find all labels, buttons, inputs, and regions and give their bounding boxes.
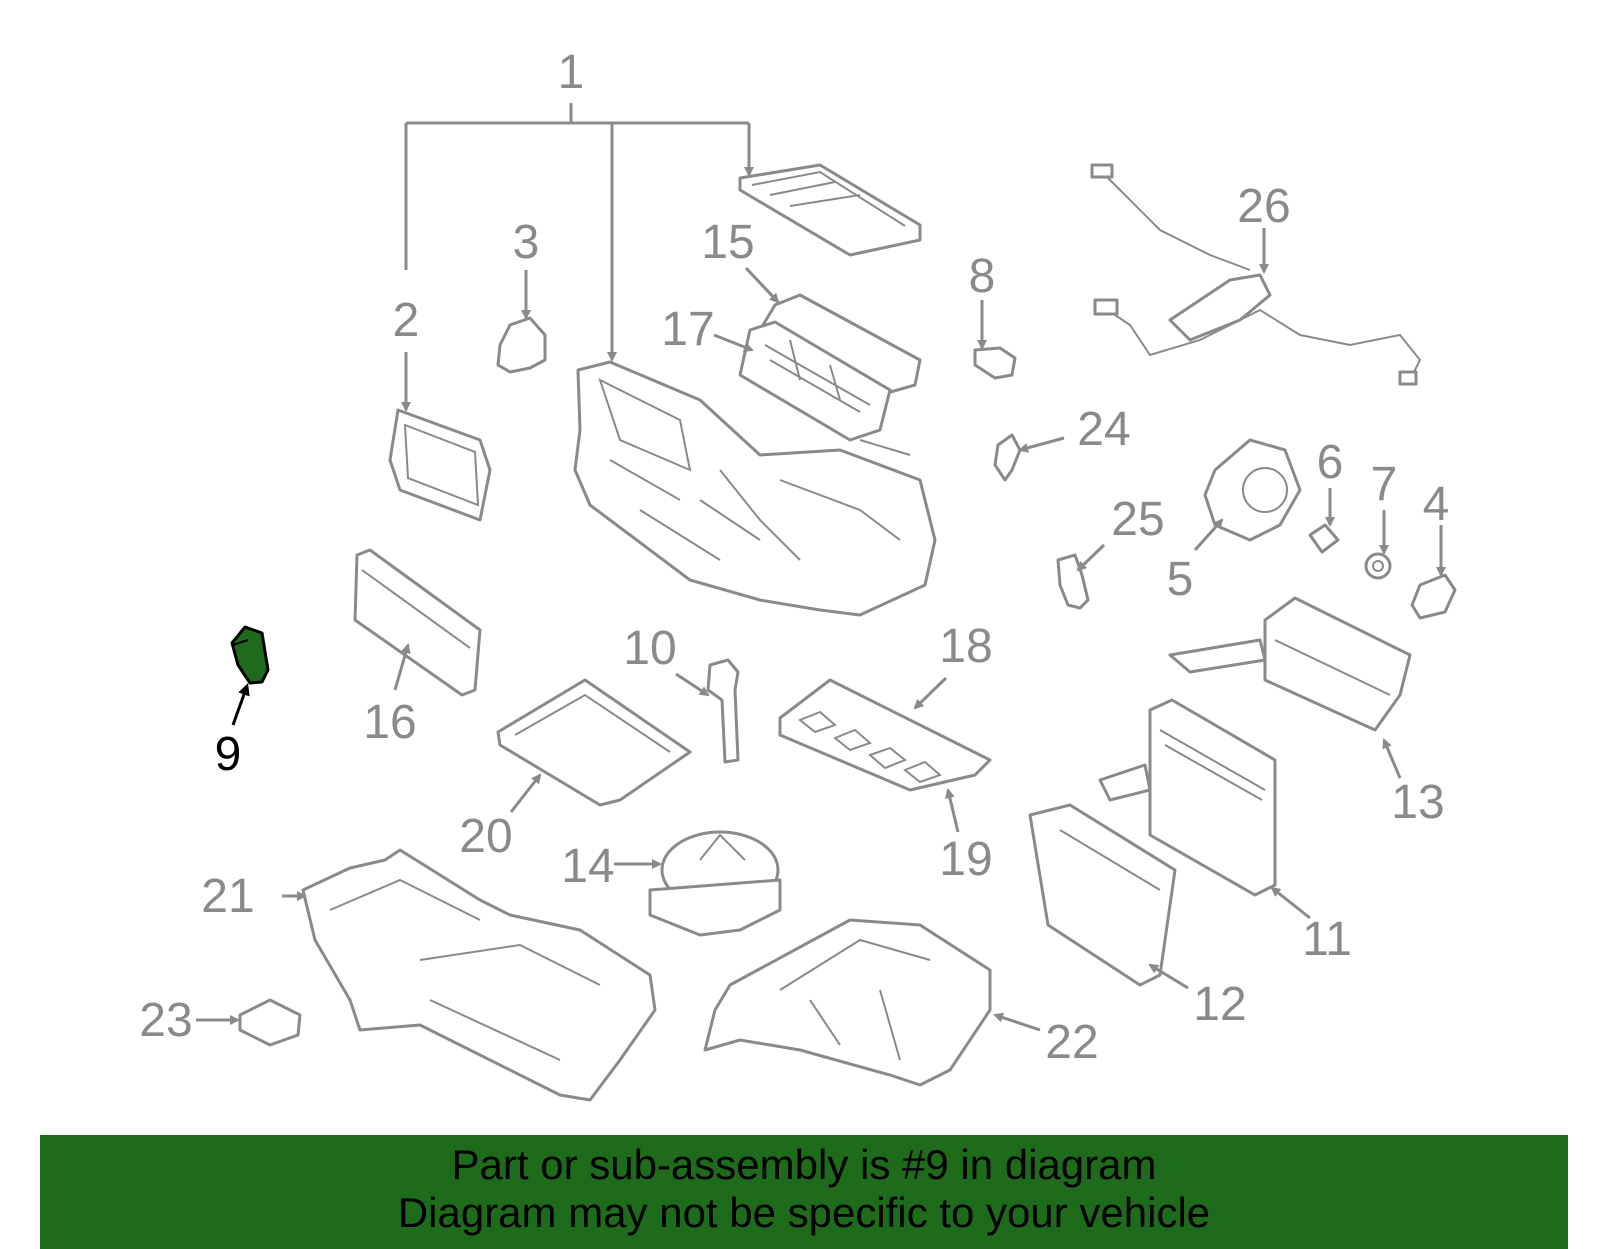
part-2-filter-frame <box>388 408 492 522</box>
part-3-bracket <box>496 316 547 374</box>
callout-17: 17 <box>661 303 714 356</box>
part-21-lower-case <box>301 848 657 1102</box>
callout-4: 4 <box>1423 478 1450 531</box>
callout-13: 13 <box>1391 776 1444 829</box>
callout-11: 11 <box>1302 913 1352 966</box>
callout-23: 23 <box>139 994 192 1047</box>
banner-line-2: Diagram may not be specific to your vehi… <box>397 1189 1211 1236</box>
callout-2: 2 <box>393 294 420 347</box>
part-6-pad <box>1308 523 1340 554</box>
callout-14: 14 <box>561 840 614 893</box>
callout-24: 24 <box>1077 403 1130 456</box>
part-25-hose <box>1056 553 1090 610</box>
hvac-case-part <box>573 360 937 617</box>
part-12-cover <box>1028 803 1177 987</box>
part-4-bracket <box>1410 573 1457 620</box>
banner-line-1: Part or sub-assembly is #9 in diagram <box>451 1141 1157 1188</box>
callout-22: 22 <box>1045 1016 1098 1069</box>
top-cover-part <box>738 163 922 257</box>
part-10-lever <box>706 658 740 764</box>
leader-lines <box>196 228 1446 1032</box>
part-5-housing <box>1203 438 1302 542</box>
callout-6: 6 <box>1317 436 1344 489</box>
part-26-wire-harness <box>1090 163 1422 386</box>
part-8-clip <box>973 346 1017 380</box>
part-14-blower-motor <box>648 830 782 937</box>
part-15-17-ducts <box>738 293 922 456</box>
part-16-filter <box>353 548 482 697</box>
callout-26: 26 <box>1237 180 1290 233</box>
part-22-housing <box>703 918 992 1087</box>
callout-3: 3 <box>513 216 540 269</box>
callout-labels: 1 2 3 4 5 6 7 8 9 10 11 12 13 14 15 16 1… <box>139 46 1449 1069</box>
callout-10: 10 <box>623 622 676 675</box>
callout-12: 12 <box>1193 978 1246 1031</box>
callout-15: 15 <box>701 216 754 269</box>
part-20-door <box>496 678 692 807</box>
callout-20: 20 <box>459 810 512 863</box>
part-24-sensor <box>993 433 1022 482</box>
callout-1-bracket <box>404 103 754 362</box>
part-13-heater-core <box>1168 596 1412 732</box>
info-banner: Part or sub-assembly is #9 in diagram Di… <box>40 1135 1568 1249</box>
callout-19: 19 <box>939 833 992 886</box>
callout-21: 21 <box>201 870 254 923</box>
callout-9[interactable]: 9 <box>215 728 242 781</box>
callout-5: 5 <box>1167 553 1194 606</box>
callout-18: 18 <box>939 620 992 673</box>
part-18-19-door <box>778 678 992 792</box>
callout-25: 25 <box>1111 493 1164 546</box>
part-23-block <box>238 998 302 1047</box>
callout-16: 16 <box>363 696 416 749</box>
callout-1: 1 <box>558 46 585 99</box>
callout-8: 8 <box>969 250 996 303</box>
part-9-highlighted[interactable] <box>230 625 270 685</box>
callout-7: 7 <box>1371 458 1398 511</box>
part-7-grommet <box>1364 552 1392 580</box>
part-11-evaporator <box>1098 698 1277 897</box>
